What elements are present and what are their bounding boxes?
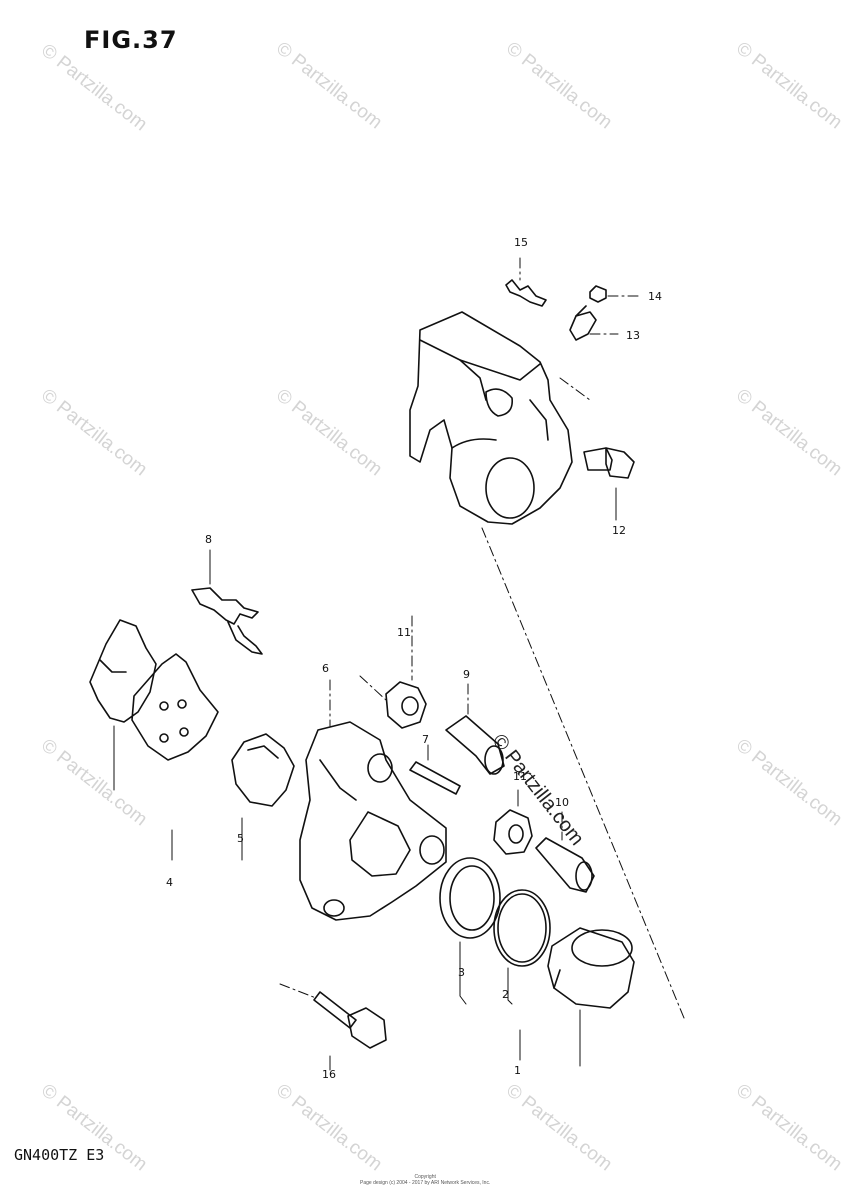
part-8-spring-plate — [191, 587, 263, 655]
callout-2: 2 — [502, 988, 509, 1001]
callout-12: 12 — [612, 524, 626, 537]
callout-8: 8 — [205, 533, 212, 546]
callout-11-upper: 11 — [397, 626, 411, 639]
part-5-shim — [231, 733, 295, 807]
figure-title: FIG.37 — [84, 26, 178, 54]
callout-5: 5 — [237, 832, 244, 845]
callout-7: 7 — [422, 733, 429, 746]
part-16-bolt — [313, 991, 387, 1049]
model-code: GN400TZ E3 — [14, 1146, 105, 1164]
callout-6: 6 — [322, 662, 329, 675]
piston — [547, 927, 635, 1009]
part-6-caliper-holder — [299, 721, 447, 921]
copyright-line-2: Page design (c) 2004 - 2017 by ARI Netwo… — [360, 1180, 491, 1186]
part-11-boot-lower — [493, 809, 533, 855]
part-10-pin — [535, 837, 595, 893]
part-3-dust-seal — [439, 857, 501, 939]
part-13-bleeder — [569, 305, 597, 341]
part-7-pin — [409, 761, 461, 795]
caliper-body — [409, 311, 573, 525]
part-11-boot-upper — [385, 681, 427, 729]
leader-lines — [113, 487, 617, 1071]
callout-9: 9 — [463, 668, 470, 681]
guide-lines — [279, 257, 685, 1019]
part-12-bolt — [583, 447, 635, 479]
copyright-line-1: Copyright — [414, 1174, 436, 1180]
callout-4: 4 — [166, 876, 173, 889]
callout-10: 10 — [555, 796, 569, 809]
part-4-brake-pads — [89, 619, 219, 761]
callout-11-lower: 11 — [513, 770, 527, 783]
callout-16: 16 — [322, 1068, 336, 1081]
callout-1: 1 — [514, 1064, 521, 1077]
part-2-piston-seal — [493, 889, 551, 967]
part-15-spring — [505, 279, 547, 307]
callout-3: 3 — [458, 966, 465, 979]
callout-15: 15 — [514, 236, 528, 249]
callout-14: 14 — [648, 290, 662, 303]
copyright-notice: Copyright Page design (c) 2004 - 2017 by… — [360, 1174, 490, 1186]
part-14-cap — [589, 285, 607, 303]
callout-13: 13 — [626, 329, 640, 342]
part-9-pin — [445, 715, 505, 775]
